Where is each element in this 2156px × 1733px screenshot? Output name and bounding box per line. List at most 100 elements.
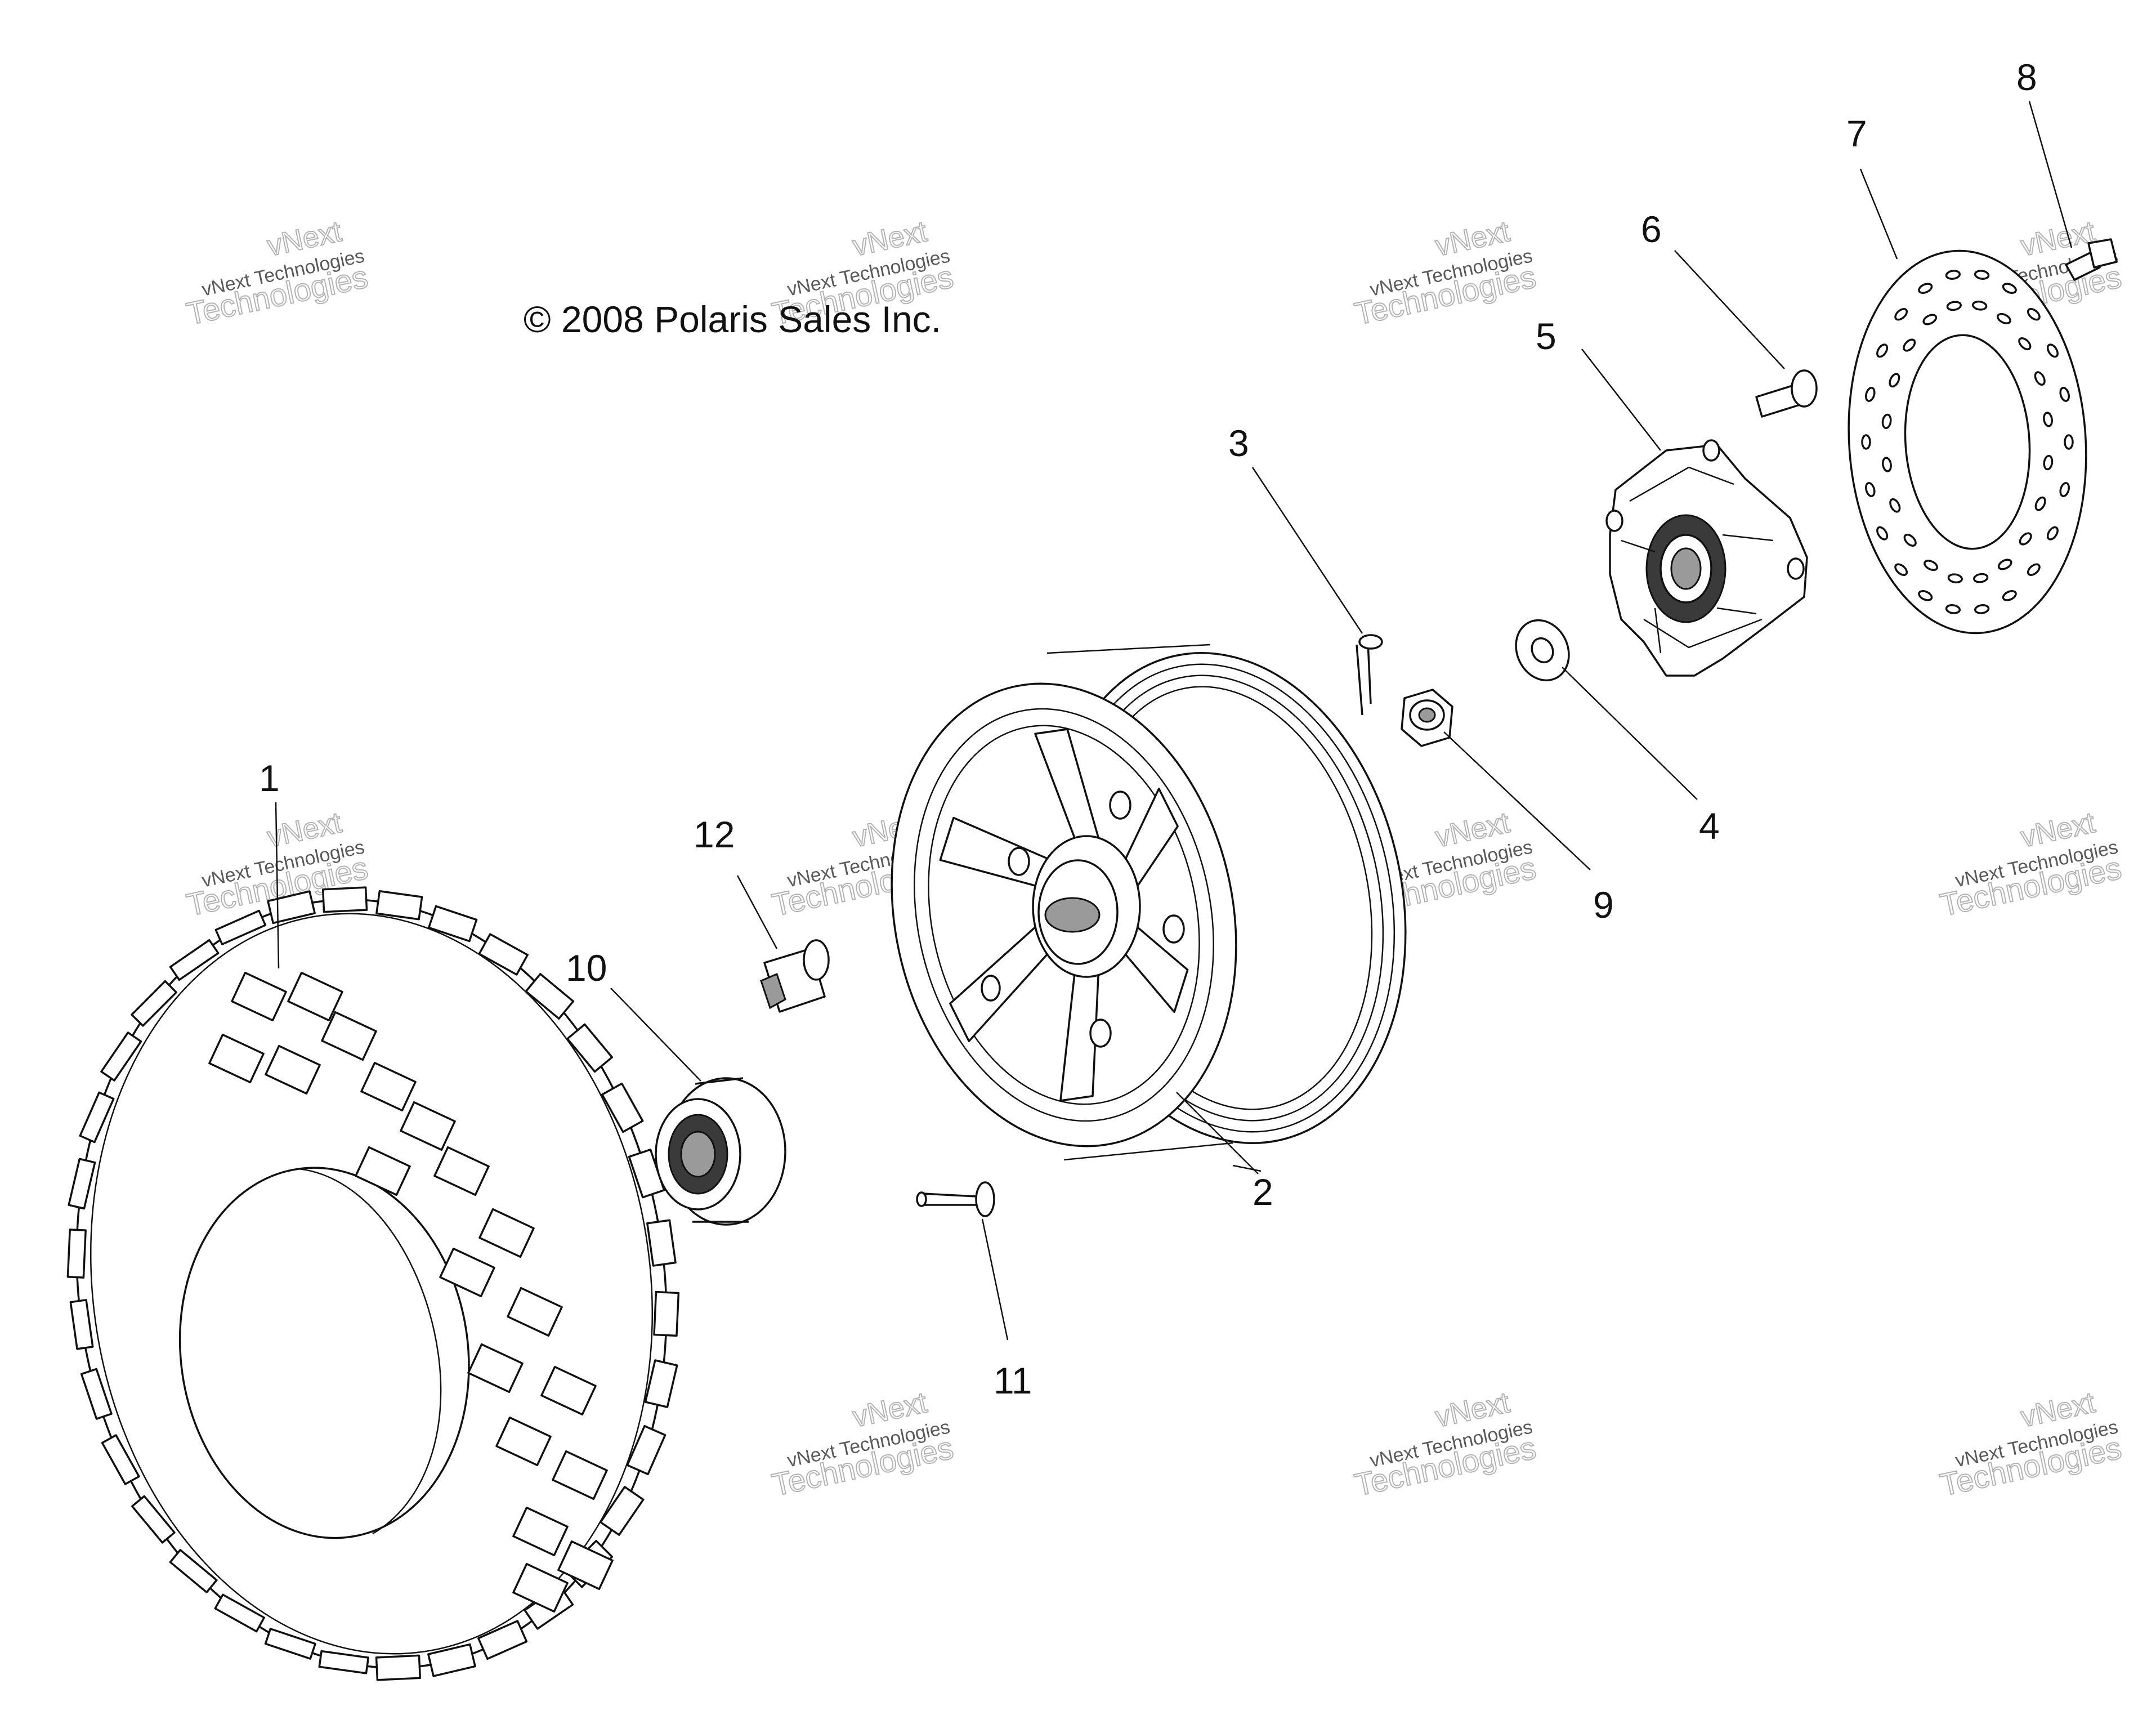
disc-hole	[1918, 590, 1933, 601]
disc-hole	[1918, 283, 1933, 294]
tread-lug	[375, 890, 423, 921]
callout-3: 3	[1228, 422, 1249, 464]
disc-hole	[2002, 590, 2017, 601]
disc-hole	[1996, 312, 2011, 324]
part-hub-cap	[655, 1077, 786, 1226]
leader-7	[1859, 168, 1898, 260]
tread-block	[265, 1044, 321, 1095]
callout-10: 10	[566, 947, 607, 989]
disc-hole	[1945, 270, 1961, 280]
disc-hole	[1947, 573, 1963, 584]
disc-hole	[1974, 604, 1990, 614]
disc-hole	[1973, 573, 1989, 583]
disc-hole	[1903, 338, 1916, 352]
disc-hole	[1889, 498, 1901, 513]
disc-hole	[1974, 270, 1990, 280]
leader-5	[1581, 349, 1661, 451]
part-cotter-pin	[1356, 634, 1383, 716]
disc-hole	[2034, 371, 2046, 386]
tread-lug	[566, 1023, 614, 1073]
part-washer	[1515, 619, 1570, 682]
tread-lug	[66, 1229, 87, 1279]
callout-7: 7	[1846, 113, 1867, 154]
disc-hole	[2059, 387, 2070, 402]
tread-block	[557, 1540, 614, 1591]
part-valve-stem	[916, 1181, 995, 1217]
tread-lug	[601, 1082, 644, 1133]
copyright-text: © 2008 Polaris Sales Inc.	[524, 298, 941, 340]
part-brake-disc	[1848, 249, 2087, 635]
disc-hole	[1876, 526, 1889, 541]
tread-block	[540, 1365, 597, 1416]
tread-block	[495, 1416, 552, 1467]
tread-block	[321, 1011, 377, 1061]
tread-lug	[525, 973, 575, 1020]
leader-10	[610, 988, 701, 1082]
tread-lug	[131, 980, 177, 1027]
part-wheel-stud	[760, 939, 830, 1013]
tread-block	[507, 1287, 563, 1337]
tread-lug	[169, 1549, 218, 1593]
disc-hole	[2018, 337, 2032, 351]
disc-hole	[2046, 526, 2059, 541]
tread-block	[208, 1033, 265, 1084]
leader-4	[1562, 667, 1698, 800]
disc-hole	[1861, 434, 1871, 450]
tread-lug	[427, 1643, 476, 1677]
tread-block	[512, 1506, 569, 1557]
disc-hole	[2002, 283, 2017, 294]
tread-lug	[79, 1091, 115, 1144]
tread-lug	[321, 886, 368, 913]
tread-block	[355, 1146, 411, 1196]
disc-hole	[2019, 532, 2032, 546]
tread-lug	[600, 1486, 645, 1536]
tread-block	[400, 1101, 456, 1151]
callout-11: 11	[994, 1360, 1032, 1401]
disc-hole	[1882, 457, 1892, 472]
leader-9	[1443, 731, 1591, 870]
disc-hole	[2046, 343, 2059, 358]
tread-lug	[131, 1495, 176, 1544]
tread-block	[478, 1208, 535, 1258]
callout-2: 2	[1253, 1171, 1273, 1213]
disc-hole	[2059, 482, 2070, 497]
leader-lines	[275, 101, 2073, 1341]
tread-lug	[653, 1290, 680, 1337]
leader-8	[2028, 101, 2073, 248]
disc-hole	[1924, 560, 1939, 571]
leader-12	[736, 875, 778, 949]
callout-1: 1	[259, 757, 280, 799]
tread-block	[433, 1146, 490, 1196]
tread-lug	[100, 1031, 142, 1082]
part-wheel-rim	[891, 644, 1407, 1161]
callout-12: 12	[694, 814, 735, 855]
tread-block	[287, 971, 343, 1022]
disc-hole	[2027, 308, 2041, 321]
callout-9: 9	[1593, 884, 1614, 926]
part-hub-bolt	[1755, 369, 1818, 418]
disc-hole	[2034, 496, 2046, 511]
tread-lug	[69, 1299, 94, 1350]
tread-lug	[646, 1219, 677, 1267]
disc-hole	[1997, 559, 2012, 570]
leader-2-stub	[1232, 1164, 1262, 1172]
part-disc-bolt	[2065, 238, 2118, 281]
leader-3	[1251, 467, 1363, 634]
disc-hole	[1889, 373, 1900, 388]
tread-block	[512, 1562, 569, 1613]
tire-tread-lugs	[66, 886, 680, 1681]
disc-hole	[1865, 482, 1876, 497]
tread-lug	[477, 1620, 528, 1660]
disc-hole	[1876, 343, 1889, 358]
disc-hole	[1881, 413, 1892, 430]
leader-6	[1674, 250, 1785, 369]
part-wheel-hub	[1605, 439, 1808, 677]
tread-lug	[626, 1424, 667, 1476]
disc-hole	[2027, 563, 2041, 576]
callout-4: 4	[1699, 805, 1720, 847]
callout-5: 5	[1536, 315, 1556, 357]
disc-hole	[2064, 434, 2074, 450]
